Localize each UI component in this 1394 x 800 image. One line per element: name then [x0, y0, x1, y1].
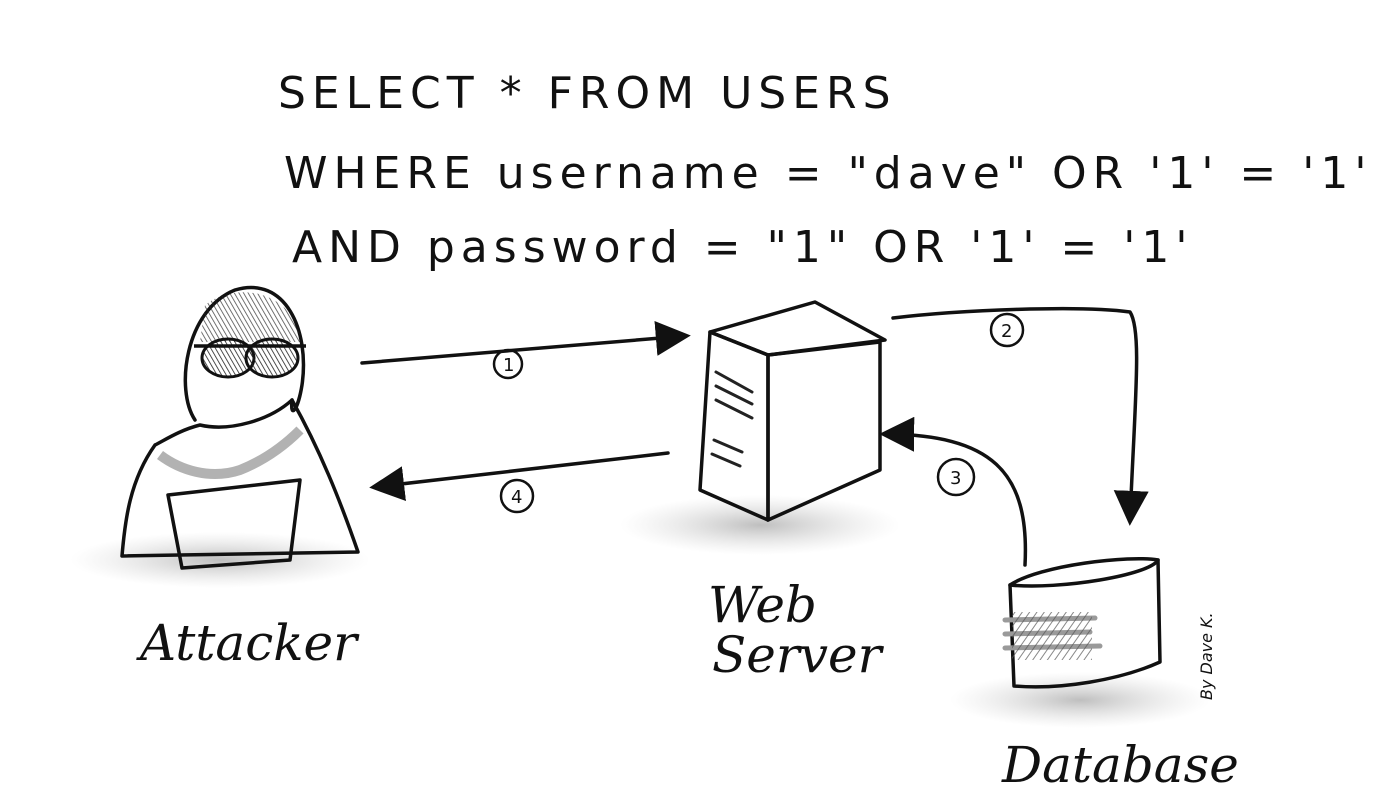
author-credit: By Dave K.	[1197, 612, 1216, 700]
server-front-face	[698, 330, 770, 522]
sql-query: SELECT * FROM USERS WHERE username = "da…	[278, 68, 1372, 273]
attacker-figure	[70, 285, 370, 588]
sql-line-1: SELECT * FROM USERS	[278, 68, 897, 119]
attacker-shadow	[70, 532, 370, 588]
server-shadow	[620, 495, 900, 555]
step-marker-2: 2	[989, 312, 1025, 348]
database-shadow	[950, 672, 1210, 728]
step-1-label: 1	[503, 355, 514, 376]
attacker-head	[183, 285, 306, 422]
web-server-label-line2: Server	[712, 626, 885, 684]
arrow-step-3	[879, 416, 1028, 567]
arrow-step-1	[360, 320, 691, 365]
step-4-label: 4	[511, 487, 522, 508]
step-marker-3: 3	[936, 457, 976, 497]
step-markers: 1 2 3 4	[492, 312, 1025, 514]
step-2-label: 2	[1001, 321, 1012, 342]
step-marker-4: 4	[499, 478, 535, 514]
arrow-step-4	[369, 451, 670, 502]
attacker-label: Attacker	[136, 614, 360, 672]
web-server-figure	[620, 300, 900, 555]
sunglasses-icon	[194, 337, 306, 379]
step-marker-1: 1	[492, 348, 524, 380]
database-label: Database	[1001, 736, 1239, 794]
database-figure	[950, 556, 1210, 728]
flow-arrows	[360, 306, 1149, 567]
attacker-cloak	[120, 398, 360, 558]
database-top	[1008, 556, 1160, 588]
step-3-label: 3	[950, 468, 961, 489]
server-side-face	[766, 340, 882, 522]
database-body	[1008, 558, 1162, 689]
arrow-step-2	[891, 306, 1149, 526]
server-top-face	[708, 300, 887, 357]
web-server-label-line1: Web	[708, 576, 817, 634]
sql-line-2: WHERE username = "dave" OR '1' = '1'	[284, 148, 1372, 199]
sql-line-3: AND password = "1" OR '1' = '1'	[292, 222, 1193, 273]
